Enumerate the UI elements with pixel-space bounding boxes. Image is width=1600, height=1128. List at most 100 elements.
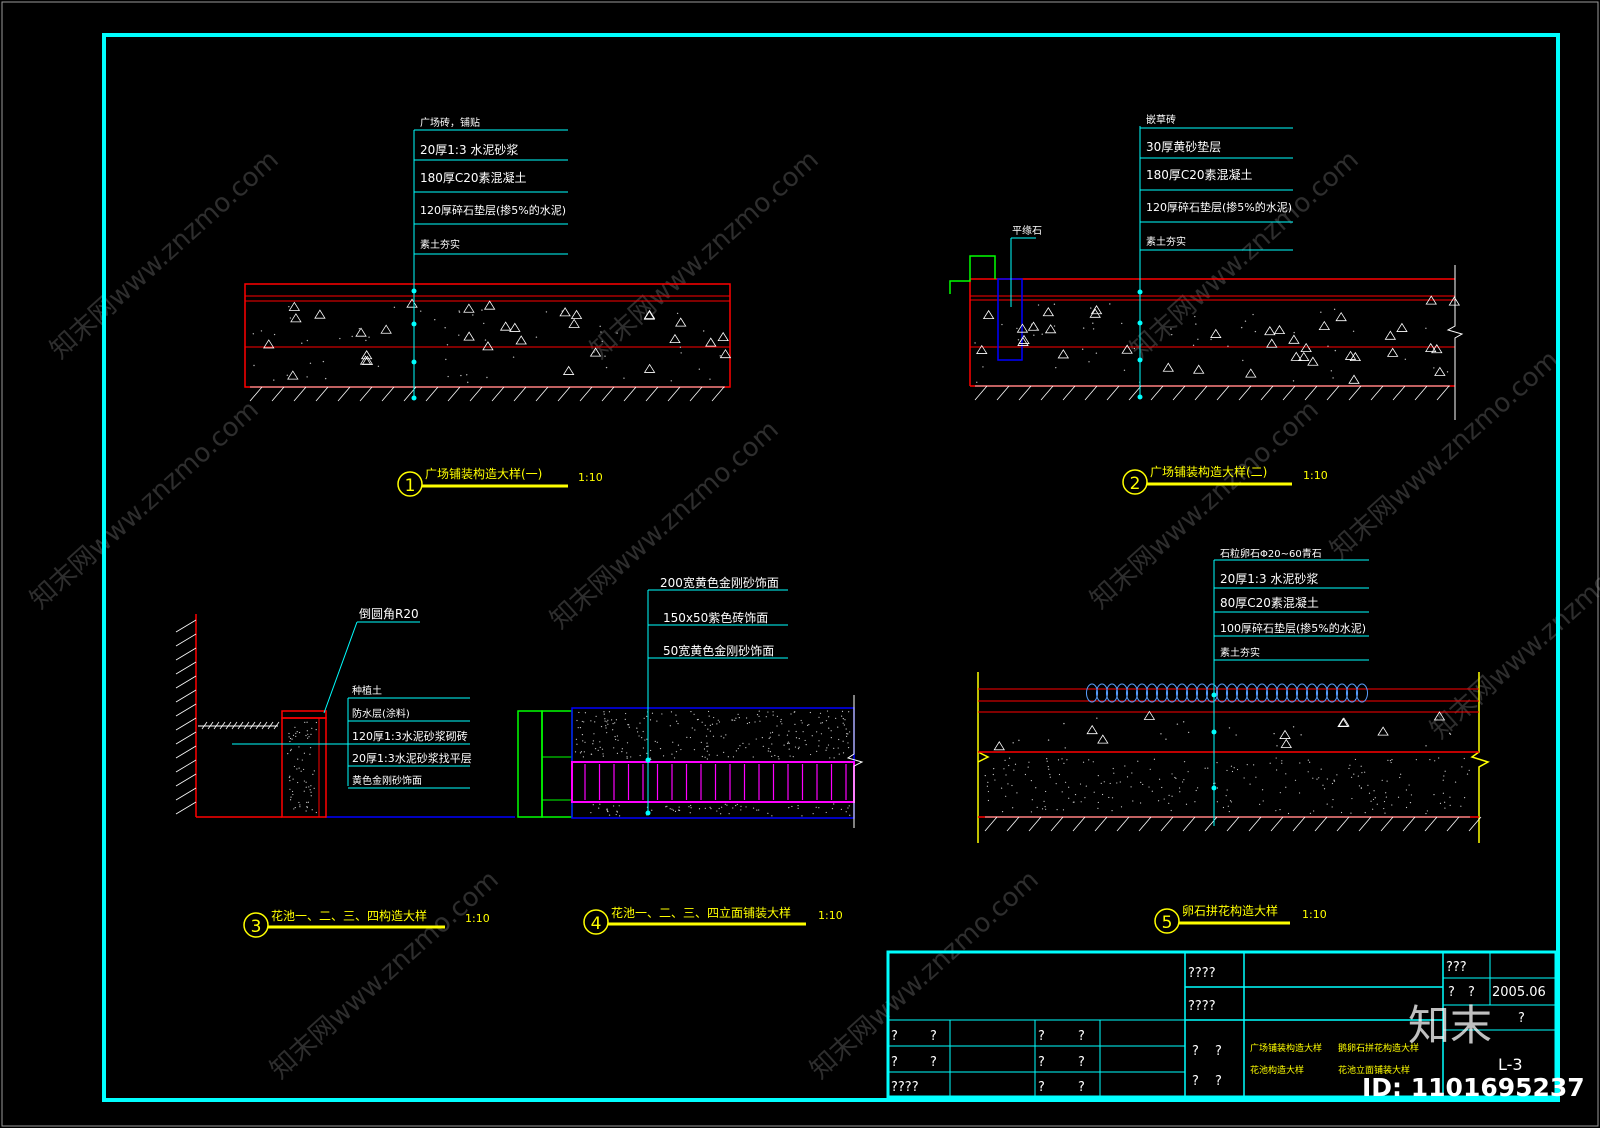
wall-hatch — [175, 717, 197, 731]
aggregate-stone — [1266, 338, 1278, 348]
speckle-dot — [289, 799, 292, 801]
drawing-frame — [102, 33, 1560, 1102]
speckle-dot — [1171, 773, 1173, 775]
speckle-dot — [1058, 773, 1061, 776]
aggregate-speck — [1300, 734, 1302, 736]
speckle-dot — [1383, 807, 1385, 810]
speckle-dot — [1426, 810, 1428, 812]
pebble — [1236, 683, 1248, 703]
speckle-dot — [1358, 785, 1361, 787]
speckle-dot — [716, 810, 718, 812]
speckle-dot — [583, 751, 585, 753]
d2-label-1: 嵌草砖 — [1146, 113, 1176, 126]
aggregate-speck — [1195, 323, 1197, 325]
hatch-stroke — [381, 386, 395, 402]
speckle-dot — [310, 733, 312, 735]
speckle-dot — [1030, 811, 1032, 813]
speckle-dot — [649, 757, 651, 759]
speckle-dot — [303, 780, 305, 782]
speckle-dot — [688, 806, 690, 808]
hatch-stroke — [293, 386, 307, 402]
speckle-dot — [671, 753, 673, 755]
hatch-stroke — [1216, 385, 1230, 401]
aggregate-speck — [1228, 727, 1231, 729]
aggregate-stone — [1121, 344, 1133, 354]
tb-drawing-name-3: 花池构造大样 — [1250, 1064, 1304, 1076]
speckle-dot — [984, 775, 986, 777]
speckle-dot — [787, 742, 789, 745]
speckle-dot — [1214, 782, 1216, 784]
speckle-dot — [694, 729, 696, 731]
hatch-stroke — [491, 386, 505, 402]
aggregate-stone — [483, 300, 496, 310]
aggregate-speck — [1160, 733, 1162, 735]
d2-label-4: 120厚碎石垫层(掺5%的水泥) — [1146, 200, 1292, 214]
aggregate-speck — [601, 340, 603, 343]
speckle-dot — [644, 739, 646, 741]
soil-hatch — [255, 721, 262, 730]
hatch-stroke — [974, 385, 988, 401]
d5-break-line — [1470, 672, 1490, 843]
d3-curb-speckle — [287, 721, 317, 814]
speckle-dot — [1372, 808, 1374, 810]
pebble — [1116, 683, 1128, 703]
d4-brick-joints — [584, 764, 847, 800]
speckle-dot — [840, 808, 842, 810]
aggregate-stone — [1384, 330, 1397, 340]
d4-number-circle — [583, 909, 609, 935]
speckle-dot — [833, 757, 835, 759]
speckle-dot — [603, 711, 605, 713]
speckle-dot — [616, 735, 618, 737]
speckle-dot — [724, 803, 726, 805]
aggregate-speck — [703, 330, 705, 332]
speckle-dot — [768, 737, 770, 740]
pebble — [1306, 683, 1318, 703]
d1-number-circle — [397, 471, 423, 497]
speckle-dot — [290, 748, 292, 750]
speckle-dot — [986, 785, 988, 787]
speckle-dot — [1049, 776, 1051, 778]
aggregate-stone — [1448, 296, 1461, 306]
hatch-stroke — [1116, 816, 1130, 832]
speckle-dot — [706, 742, 708, 744]
d5-label-2: 20厚1:3 水泥砂浆 — [1220, 571, 1318, 586]
speckle-dot — [292, 734, 295, 737]
aggregate-speck — [604, 355, 606, 357]
speckle-dot — [704, 807, 706, 809]
tb-row-1-d: ? — [1078, 1029, 1085, 1044]
tb-drawing-name-1: 广场铺装构造大样 — [1250, 1042, 1322, 1054]
speckle-dot — [638, 735, 640, 737]
hatch-stroke — [623, 386, 637, 402]
d3-caption: 花池一、二、三、四构造大样 — [271, 908, 427, 923]
speckle-dot — [1163, 798, 1165, 800]
aggregate-speck — [1330, 370, 1333, 372]
speckle-dot — [828, 716, 830, 718]
d3-r20-leader — [323, 621, 358, 714]
speckle-dot — [1005, 795, 1007, 797]
speckle-dot — [717, 719, 719, 721]
soil-hatch — [225, 721, 232, 730]
speckle-dot — [1130, 786, 1132, 788]
speckle-dot — [740, 805, 742, 807]
speckle-dot — [289, 788, 291, 790]
speckle-dot — [1253, 764, 1255, 766]
speckle-dot — [311, 727, 313, 729]
speckle-dot — [809, 711, 811, 714]
aggregate-speck — [1244, 320, 1247, 322]
speckle-dot — [1045, 790, 1047, 793]
leader-dot — [645, 757, 651, 763]
speckle-dot — [1307, 771, 1309, 773]
speckle-dot — [842, 740, 844, 742]
speckle-dot — [659, 748, 662, 750]
speckle-dot — [637, 731, 639, 733]
aggregate-speck — [1334, 349, 1337, 352]
leader-dot — [1211, 692, 1217, 698]
d4-caption: 花池一、二、三、四立面铺装大样 — [611, 905, 791, 920]
aggregate-speck — [670, 380, 672, 382]
speckle-dot — [306, 801, 308, 804]
speckle-dot — [1316, 778, 1318, 780]
leader-dot — [411, 359, 417, 365]
speckle-dot — [691, 727, 693, 729]
aggregate-speck — [545, 311, 548, 313]
